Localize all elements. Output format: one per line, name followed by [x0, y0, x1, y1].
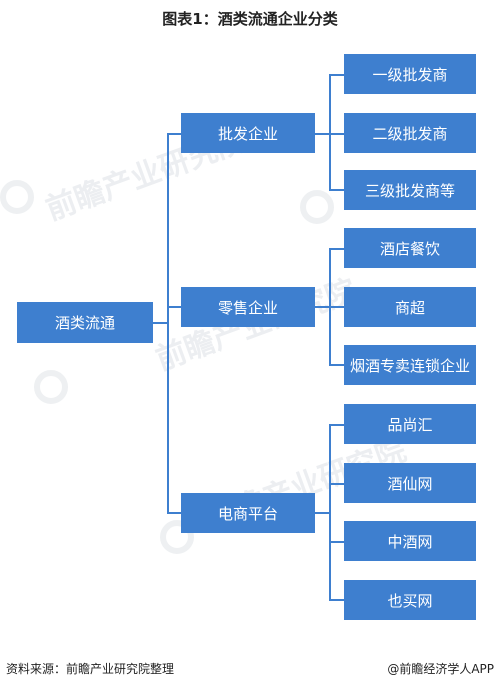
connector-retail-out [315, 306, 330, 308]
leaf-node: 一级批发商 [344, 54, 476, 94]
connector-retail-child [329, 364, 344, 366]
leaf-node: 品尚汇 [344, 404, 476, 444]
connector-ecommerce-child [329, 424, 344, 426]
connector-root-out [153, 322, 168, 324]
connector-ecommerce-child [329, 599, 344, 601]
watermark-logo-icon [160, 520, 194, 554]
leaf-node: 二级批发商 [344, 113, 476, 153]
connector-ecommerce-child [329, 483, 344, 485]
leaf-node: 也买网 [344, 580, 476, 620]
connector-ecommerce-spine [329, 424, 331, 601]
group-node-wholesale: 批发企业 [181, 113, 315, 153]
brand-credit: @前瞻经济学人APP [387, 662, 494, 676]
connector-retail-child [329, 248, 344, 250]
connector-wholesale-child [329, 133, 344, 135]
leaf-node: 三级批发商等 [344, 170, 476, 210]
watermark-logo-icon [300, 190, 334, 224]
connector-wholesale-out [315, 133, 330, 135]
connector-to-group-ecommerce [167, 512, 181, 514]
leaf-node: 酒仙网 [344, 463, 476, 503]
chart-title: 图表1：酒类流通企业分类 [162, 10, 338, 28]
connector-ecommerce-child [329, 541, 344, 543]
watermark-logo-icon [34, 370, 68, 404]
connector-wholesale-child [329, 189, 344, 191]
connector-ecommerce-out [315, 512, 330, 514]
group-node-retail: 零售企业 [181, 287, 315, 327]
connector-wholesale-child [329, 74, 344, 76]
leaf-node: 烟酒专卖连锁企业 [344, 345, 476, 385]
root-node: 酒类流通 [17, 302, 153, 343]
source-note: 资料来源：前瞻产业研究院整理 [6, 662, 175, 676]
connector-to-group-retail [167, 306, 181, 308]
leaf-node: 中酒网 [344, 521, 476, 561]
leaf-node: 酒店餐饮 [344, 228, 476, 268]
connector-wholesale-spine [329, 74, 331, 191]
connector-retail-child [329, 306, 344, 308]
connector-root-spine [167, 133, 169, 514]
connector-to-group-wholesale [167, 133, 181, 135]
watermark-logo-icon [0, 180, 34, 214]
group-node-ecommerce: 电商平台 [181, 493, 315, 533]
leaf-node: 商超 [344, 287, 476, 327]
